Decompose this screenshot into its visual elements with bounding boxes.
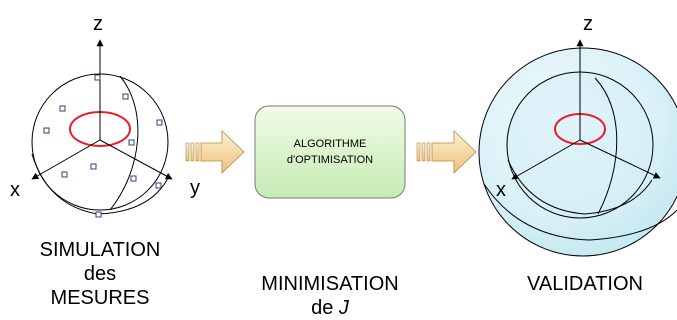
arrow-stripe — [426, 142, 431, 162]
validation-z-label: z — [583, 13, 593, 35]
simulation-meridian — [109, 75, 139, 211]
validation-meridian — [594, 77, 618, 215]
simulation-y-label: y — [190, 177, 200, 199]
simulation-x-axis — [31, 139, 101, 180]
minimisation-caption-line-2: de J — [235, 296, 425, 320]
arrow-body — [431, 130, 477, 174]
measurement-points — [43, 74, 163, 218]
arrow-to-validation — [416, 130, 477, 174]
arrow-stripe — [190, 142, 195, 162]
outer-equator — [483, 183, 677, 241]
arrow-stripe — [195, 142, 200, 162]
validation-caption-line-1: VALIDATION — [527, 273, 643, 295]
validation-sphere — [478, 39, 677, 257]
measurement-point — [90, 163, 97, 170]
simulation-equator-arc — [31, 153, 169, 215]
minimisation-caption-line-1: MINIMISATION — [261, 273, 399, 295]
simulation-caption-line-3: MESURES — [50, 287, 150, 309]
arrow-stripe — [185, 142, 190, 162]
algorithm-box — [254, 105, 406, 199]
arrow-stripe — [421, 142, 426, 162]
minimisation-caption-variable: J — [338, 297, 349, 319]
minimisation-caption-prefix: de — [311, 297, 339, 319]
minimisation-caption: MINIMISATION de J — [235, 272, 425, 320]
validation-x-axis — [511, 139, 581, 180]
algorithm-box-label: ALGORITHME d'OPTIMISATION — [255, 136, 405, 168]
arrow-stripe — [416, 142, 421, 162]
algorithm-line-2: d'OPTIMISATION — [286, 154, 374, 166]
simulation-y-axis — [99, 139, 173, 180]
simulation-caption-line-2: des — [83, 263, 117, 285]
measurement-point — [94, 74, 101, 81]
algorithm-line-1: ALGORITHME — [293, 138, 367, 150]
arrow-to-algorithm — [185, 130, 245, 174]
measurement-point — [43, 127, 50, 134]
simulation-caption-line-1: SIMULATION — [39, 239, 161, 261]
measurement-point — [122, 93, 129, 100]
measurement-point — [156, 119, 163, 126]
simulation-caption: SIMULATION des MESURES — [20, 238, 180, 310]
validation-caption: VALIDATION — [505, 272, 665, 296]
measurement-point — [128, 139, 135, 146]
measurement-point — [61, 171, 68, 178]
measurement-point — [130, 175, 137, 182]
validation-x-label: x — [496, 179, 506, 201]
simulation-z-label: z — [93, 13, 103, 35]
inner-equator — [507, 159, 653, 215]
simulation-x-label: x — [10, 179, 20, 201]
simulation-sphere — [31, 39, 173, 218]
validation-y-axis — [579, 139, 661, 179]
measurement-point — [59, 105, 66, 112]
arrow-body — [200, 130, 245, 174]
measurement-point — [95, 211, 102, 218]
measurement-point — [155, 182, 162, 189]
